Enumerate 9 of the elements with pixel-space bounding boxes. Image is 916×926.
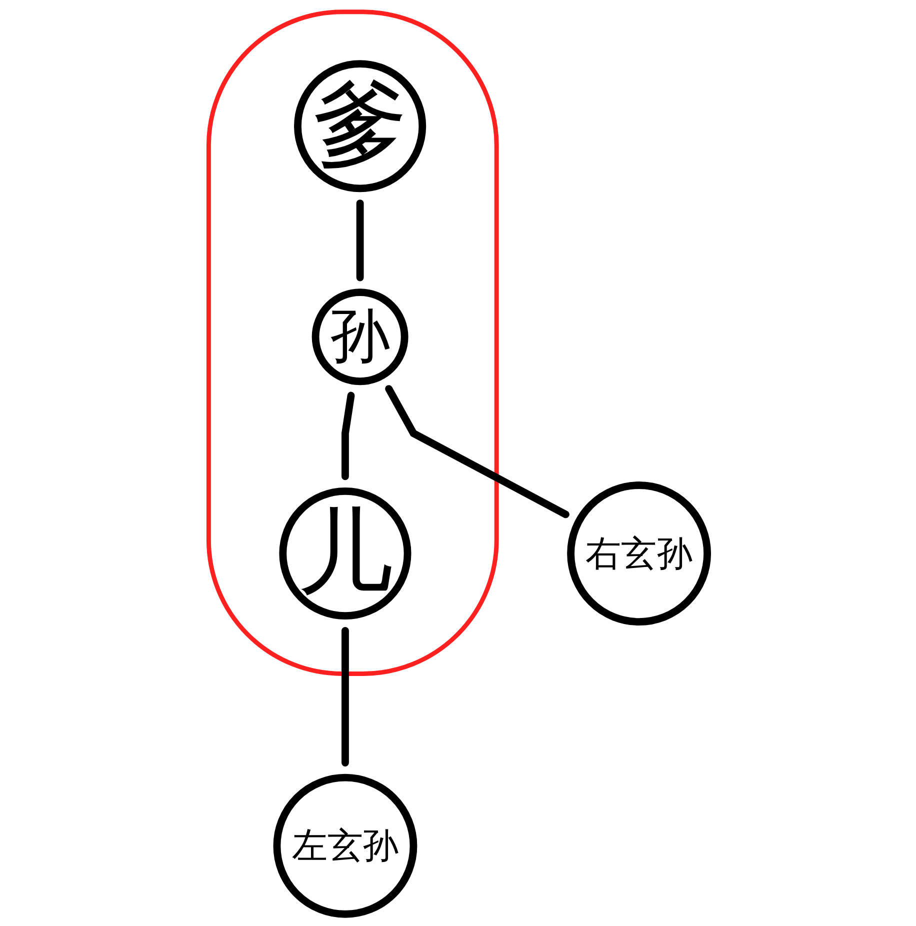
circle-node: 孙 <box>312 288 408 386</box>
circle-node: 左玄孙 <box>273 774 418 918</box>
circle-node: 儿 <box>279 487 412 620</box>
connector-line <box>385 385 570 518</box>
circle-node: 右玄孙 <box>567 482 712 626</box>
connector-line <box>342 392 355 480</box>
circle-node: 爹 <box>294 60 426 192</box>
connector-line <box>342 626 349 766</box>
connector-line <box>356 200 364 282</box>
